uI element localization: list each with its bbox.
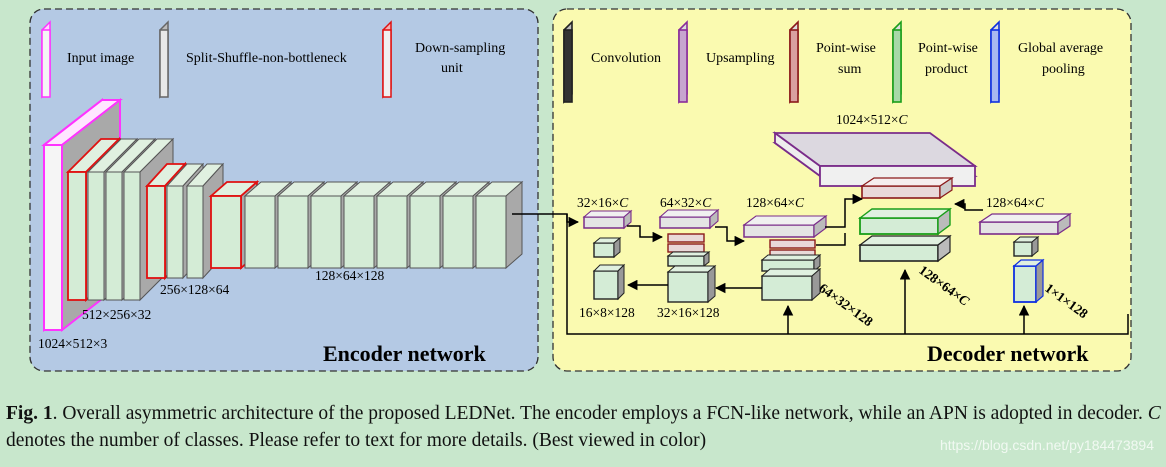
- legend-pointwise-sum: Point-wise sum: [789, 20, 876, 104]
- decoder-col-128x64: [742, 214, 828, 302]
- dim-label-32x16x128: 32×16×128: [657, 305, 720, 320]
- decoder-arrows: [626, 193, 983, 294]
- decoder-blocks: [582, 131, 1072, 304]
- caption-text-1: . Overall asymmetric architecture of the…: [52, 403, 1148, 424]
- dim-label-1024x512: 1024×512×C: [836, 112, 908, 127]
- dim-label-128x64-right: 128×64×C: [986, 195, 1045, 210]
- legend-down-sampling-label-1: Down-sampling: [415, 41, 505, 56]
- architecture-diagram: Input image Split-Shuffle-non-bottleneck…: [29, 8, 1132, 372]
- legend-pointwise-product-label-1: Point-wise: [918, 41, 978, 56]
- decoder-right-column: [978, 212, 1072, 304]
- legend-down-sampling: Down-sampling unit: [382, 20, 505, 99]
- caption-c: C: [1147, 403, 1161, 424]
- encoder-stage3-block: [474, 180, 524, 270]
- legend-upsampling-label: Upsampling: [706, 51, 774, 66]
- dim-label-stage2: 256×128×64: [160, 282, 229, 297]
- watermark-text: https://blog.csdn.net/py184473894: [939, 437, 1154, 453]
- legend-gap-label-1: Global average: [1018, 41, 1103, 56]
- encoder-stage1: [65, 136, 175, 303]
- dim-label-128x64-left: 128×64×C: [746, 195, 805, 210]
- encoder-stage3-blocks: [243, 180, 524, 270]
- legend-pointwise-sum-label-1: Point-wise: [816, 41, 876, 56]
- connector-lines: [512, 213, 1129, 335]
- dim-label-stage3: 128×64×128: [315, 268, 384, 283]
- legend-input-image-label: Input image: [67, 51, 134, 66]
- legend-split-shuffle-label: Split-Shuffle-non-bottleneck: [186, 51, 347, 66]
- dim-label-32x16: 32×16×C: [577, 195, 629, 210]
- dim-label-16x8x128: 16×8×128: [579, 305, 635, 320]
- legend-convolution: Convolution: [563, 20, 661, 104]
- decoder-col-64x32: [658, 208, 720, 304]
- decoder-col-32x16: [582, 209, 633, 301]
- figure-caption: Fig. 1. Overall asymmetric architecture …: [6, 400, 1161, 454]
- legend-pointwise-product-label-2: product: [925, 62, 968, 77]
- dim-label-stage1: 512×256×32: [82, 307, 151, 322]
- legend-gap-label-2: pooling: [1042, 62, 1085, 77]
- legend-pointwise-product: Point-wise product: [892, 20, 978, 104]
- legend-pointwise-sum-label-2: sum: [838, 62, 861, 77]
- encoder-title: Encoder network: [323, 341, 487, 366]
- legend-input-image: Input image: [41, 20, 134, 99]
- dim-label-input: 1024×512×3: [38, 336, 107, 351]
- caption-text-2: denotes the number of classes. Please re…: [6, 430, 707, 451]
- legend-down-sampling-label-2: unit: [441, 61, 463, 76]
- encoder-blocks: [41, 97, 524, 333]
- dim-label-64x32: 64×32×C: [660, 195, 712, 210]
- decoder-stack-center: [857, 176, 954, 263]
- legend-global-average-pooling: Global average pooling: [990, 20, 1103, 104]
- decoder-title: Decoder network: [927, 341, 1089, 366]
- legend-upsampling: Upsampling: [678, 20, 774, 104]
- legend-convolution-label: Convolution: [591, 51, 661, 66]
- caption-fig-label: Fig. 1: [6, 403, 53, 424]
- legend-split-shuffle: Split-Shuffle-non-bottleneck: [159, 20, 347, 99]
